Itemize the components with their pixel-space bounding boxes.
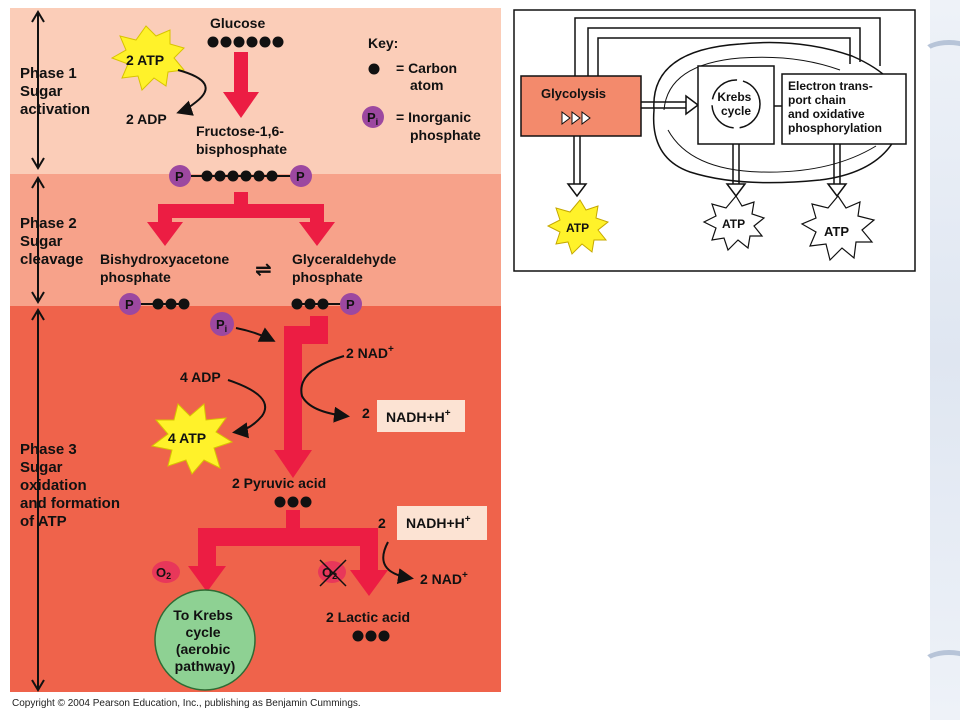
svg-text:P: P xyxy=(125,297,134,312)
svg-text:4 ATP: 4 ATP xyxy=(168,430,206,446)
glucose-carbon-chain xyxy=(207,36,284,48)
nad-top-label: 2 NAD+ xyxy=(346,344,394,361)
key-title: Key: xyxy=(368,35,398,51)
glucose-label: Glucose xyxy=(210,15,265,31)
decorative-swoosh-top xyxy=(922,40,960,66)
key-carbon-atom xyxy=(368,63,380,75)
svg-text:Glycolysis: Glycolysis xyxy=(541,86,606,101)
atp2-star: 2 ATP xyxy=(110,25,185,91)
decorative-side-strip xyxy=(930,0,960,720)
svg-text:ATP: ATP xyxy=(566,221,589,235)
svg-text:O2: O2 xyxy=(322,565,337,581)
nadh-top-box: NADH+H+ xyxy=(377,400,465,432)
copyright-notice: Copyright © 2004 Pearson Education, Inc.… xyxy=(12,698,361,709)
key-carbon-label: = Carbon atom xyxy=(396,60,461,93)
nadh-bottom-count: 2 xyxy=(378,515,386,531)
adp4-label: 4 ADP xyxy=(180,369,221,385)
phase1-band xyxy=(10,8,501,174)
key-phosphate-label: = Inorganic phosphate xyxy=(396,109,481,143)
svg-text:Electron trans- port cha: Electron trans- port chain and oxidative… xyxy=(788,79,882,135)
pyruvic-acid-molecule xyxy=(274,496,312,508)
adp-to-atp-arrow xyxy=(227,379,267,439)
equilibrium-symbol: ⇌ xyxy=(255,259,272,281)
svg-text:NADH+H+: NADH+H+ xyxy=(386,408,451,425)
atp2-to-adp-arrow xyxy=(176,69,207,116)
phase3-label: Phase 3 Sugar oxidation and formation of… xyxy=(20,441,124,530)
nad-bottom-label: 2 NAD+ xyxy=(420,570,468,587)
nadh-top-count: 2 xyxy=(362,405,370,421)
phase3-band xyxy=(10,306,501,692)
svg-text:ATP: ATP xyxy=(722,217,745,231)
inset-atp-star-etc: ATP xyxy=(800,194,876,262)
inset-overview: Glycolysis Krebs cycle Electron trans- p… xyxy=(513,9,916,272)
lactic-acid-molecule xyxy=(352,630,390,642)
phase-brackets xyxy=(31,10,45,692)
nad-to-nadh-arrow xyxy=(300,355,350,423)
svg-text:P: P xyxy=(296,169,305,184)
phase1-label: Phase 1 Sugar activation xyxy=(20,65,90,118)
inorganic-phosphate: Pi xyxy=(210,312,234,336)
oxygen-aerobic: O2 xyxy=(152,561,180,583)
svg-text:NADH+H+: NADH+H+ xyxy=(406,514,471,531)
svg-text:ATP: ATP xyxy=(824,224,849,239)
phase2-band xyxy=(10,174,501,306)
fructose-label: Fructose-1,6- bisphosphate xyxy=(196,123,288,157)
pi-arrow xyxy=(235,327,276,342)
atp4-star: 4 ATP xyxy=(150,403,234,475)
pathway-arrows xyxy=(147,52,388,596)
nadh-to-nad-arrow xyxy=(382,541,414,585)
lactic-acid-label: 2 Lactic acid xyxy=(326,609,410,625)
svg-text:To Krebs cycle (ae: To Krebs cycle (aerobic pathway) xyxy=(173,607,237,674)
glyceraldehyde-molecule: P xyxy=(291,293,362,315)
oxygen-crossed-out: O2 xyxy=(318,559,347,587)
key-phosphate: Pi xyxy=(362,106,384,128)
svg-text:O2: O2 xyxy=(156,565,171,581)
svg-text:Pi: Pi xyxy=(367,110,378,127)
inset-atp-star-krebs: ATP xyxy=(702,194,766,252)
krebs-cycle-circle: To Krebs cycle (aerobic pathway) xyxy=(154,589,256,691)
fructose-molecule: P P xyxy=(169,165,312,187)
bishydroxyacetone-label: Bishydroxyacetone phosphate xyxy=(100,251,233,285)
adp2-label: 2 ADP xyxy=(126,111,167,127)
phase2-label: Phase 2 Sugar cleavage xyxy=(20,215,83,268)
svg-text:P: P xyxy=(175,169,184,184)
svg-text:2 ATP: 2 ATP xyxy=(126,52,164,68)
svg-text:Krebs cycle: Krebs cycle xyxy=(717,90,754,118)
svg-text:P: P xyxy=(346,297,355,312)
pyruvic-acid-label: 2 Pyruvic acid xyxy=(232,475,326,491)
nadh-bottom-box: NADH+H+ xyxy=(397,506,487,540)
inset-atp-star-glycolysis: ATP xyxy=(546,199,610,255)
bishydroxyacetone-molecule: P xyxy=(119,293,190,315)
svg-text:Pi: Pi xyxy=(216,317,227,334)
glyceraldehyde-label: Glyceraldehyde phosphate xyxy=(292,251,400,285)
decorative-swoosh-bottom xyxy=(922,650,960,676)
